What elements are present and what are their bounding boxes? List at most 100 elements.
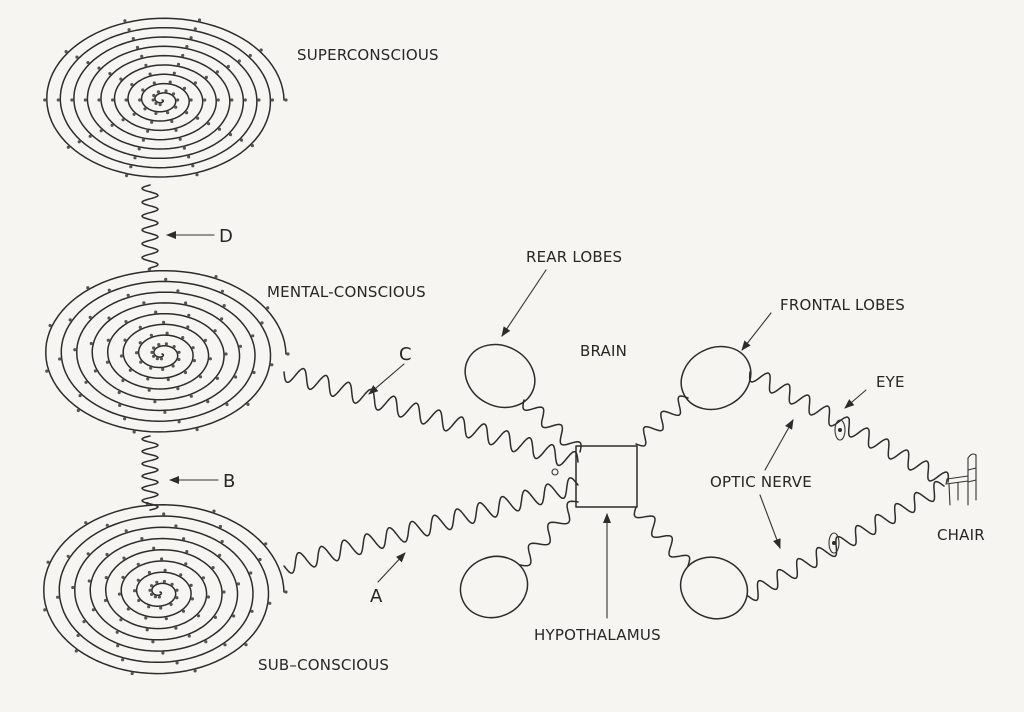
spiral-dot bbox=[68, 318, 72, 322]
spiral-dot bbox=[48, 323, 52, 328]
spiral-dot bbox=[119, 618, 123, 622]
spiral-dot bbox=[174, 524, 178, 528]
label-optic-nerve: OPTIC NERVE bbox=[710, 473, 812, 491]
spiral-dot bbox=[74, 649, 78, 653]
spiral-dot bbox=[243, 98, 247, 102]
spiral-dot bbox=[83, 98, 87, 102]
spiral-dot bbox=[181, 609, 186, 613]
spiral-dot bbox=[152, 546, 156, 550]
spiral-dot bbox=[195, 427, 199, 432]
spiral-dot bbox=[206, 595, 210, 599]
spiral-dot bbox=[204, 75, 208, 79]
spiral-dot bbox=[140, 537, 144, 541]
spiral-dot bbox=[86, 286, 90, 290]
spiral-dot bbox=[177, 350, 181, 354]
spiral-dot bbox=[147, 605, 151, 609]
spiral-dot bbox=[181, 53, 185, 58]
spiral-dot bbox=[146, 129, 150, 133]
spiral-dot bbox=[137, 598, 141, 603]
spiral-dot bbox=[150, 120, 154, 124]
spiral-dot bbox=[46, 560, 50, 564]
spiral-dot bbox=[45, 369, 49, 373]
arrow-optic-nerve-lower bbox=[759, 494, 781, 549]
spiral-dot bbox=[151, 98, 155, 102]
superconscious-spiral bbox=[43, 17, 288, 178]
spiral-dot bbox=[123, 338, 127, 342]
spiral-dot bbox=[162, 320, 166, 324]
spiral-dot bbox=[84, 380, 88, 384]
spiral-dot bbox=[76, 408, 80, 413]
label-rear-lobes: REAR LOBES bbox=[526, 248, 622, 266]
spiral-dot bbox=[130, 671, 134, 676]
spiral-dot bbox=[158, 103, 162, 107]
spiral-dot bbox=[157, 343, 161, 347]
spiral-dot bbox=[121, 118, 125, 122]
spiral-dot bbox=[159, 357, 163, 361]
spiral-dot bbox=[117, 390, 121, 395]
spiral-dot bbox=[156, 90, 160, 94]
eye-lower-icon bbox=[828, 532, 840, 554]
spiral-dot bbox=[141, 88, 145, 92]
spiral-dot bbox=[215, 376, 219, 380]
spiral-dot bbox=[203, 338, 207, 342]
spiral-dot bbox=[88, 134, 92, 138]
spiral-dot bbox=[190, 597, 194, 601]
spiral-dot bbox=[138, 98, 142, 102]
spiral-dot bbox=[121, 658, 125, 662]
spiral-dot bbox=[185, 111, 189, 115]
spiral-dot bbox=[89, 341, 93, 346]
arrow-c bbox=[368, 363, 405, 395]
spiral-dot bbox=[143, 107, 147, 111]
spiral-dot bbox=[177, 357, 181, 362]
spiral-dot bbox=[164, 342, 168, 346]
spiral-dot bbox=[251, 334, 255, 338]
spiral-dot bbox=[176, 62, 181, 66]
spiral-dot bbox=[174, 626, 178, 630]
spiral-dot bbox=[86, 61, 90, 65]
frontal-lobe-lower bbox=[679, 556, 749, 620]
spiral-dot bbox=[176, 98, 180, 102]
spiral-dot bbox=[144, 616, 148, 620]
spiral-dot bbox=[222, 590, 226, 594]
spiral-dot bbox=[189, 36, 193, 40]
spiral-dot bbox=[124, 529, 128, 533]
spiral-dot bbox=[198, 375, 203, 379]
spiral-dot bbox=[259, 48, 263, 52]
spiral-dot bbox=[244, 643, 248, 647]
spiral-dot bbox=[234, 375, 238, 379]
spiral-dot bbox=[223, 643, 227, 647]
spiral-dot bbox=[182, 537, 186, 541]
label-connection-c: C bbox=[399, 344, 412, 365]
arrow-rear-lobes bbox=[501, 269, 547, 337]
spiral-dot bbox=[185, 45, 189, 49]
spiral-dot bbox=[135, 351, 139, 355]
spiral-dot bbox=[178, 137, 182, 141]
spiral-dot bbox=[73, 348, 77, 352]
label-connection-d: D bbox=[219, 226, 233, 247]
spiral-dot bbox=[153, 400, 157, 404]
label-superconscious: SUPERCONSCIOUS bbox=[297, 46, 439, 64]
spiral-dot bbox=[166, 377, 170, 382]
spiral-dot bbox=[136, 578, 140, 582]
spiral-dot bbox=[230, 98, 234, 102]
spiral-dot bbox=[181, 336, 185, 340]
spiral-dot bbox=[182, 86, 187, 90]
spiral-dot bbox=[197, 18, 202, 22]
connection-c-wave bbox=[283, 367, 579, 467]
spiral-dot bbox=[147, 388, 151, 392]
spiral-dot bbox=[106, 338, 110, 342]
spiral-dot bbox=[161, 651, 165, 655]
spiral-dot bbox=[146, 377, 150, 381]
spiral-dot bbox=[171, 92, 176, 96]
spiral-dot bbox=[196, 614, 201, 618]
frontal-lobe-upper-wave bbox=[635, 395, 689, 447]
spiral-dot bbox=[56, 98, 60, 102]
spiral-dot bbox=[189, 98, 193, 102]
spiral-dot bbox=[163, 568, 167, 572]
spiral-dot bbox=[110, 123, 114, 127]
spiral-dot bbox=[191, 346, 195, 350]
spiral-dot bbox=[152, 93, 156, 98]
spiral-dot bbox=[125, 174, 129, 178]
spiral-dot bbox=[141, 138, 145, 142]
spiral-dot bbox=[250, 144, 254, 148]
